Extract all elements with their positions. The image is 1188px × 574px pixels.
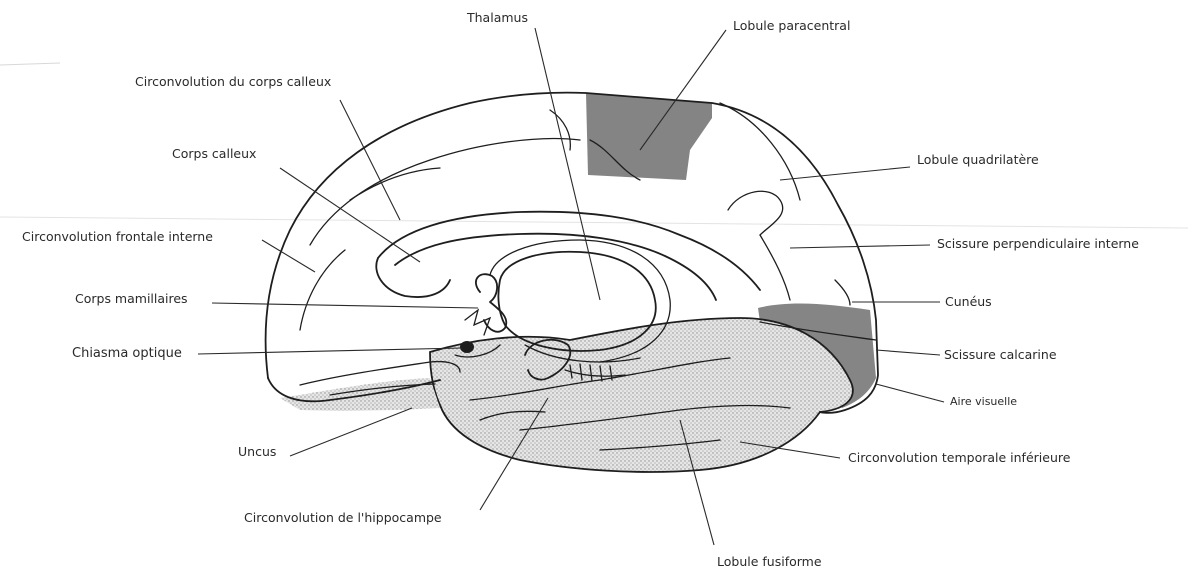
leader-scissure-perpendiculaire [790,245,930,248]
label-circonvolution-corps-calleux: Circonvolution du corps calleux [135,74,331,89]
mamillary-body [476,274,506,332]
leader-corps-mamillaires [212,303,478,308]
cingulate-sulcus [310,139,580,245]
leader-lobule-quadrilatere [780,167,910,180]
cuneus-sulcus [835,280,850,305]
label-aire-visuelle: Aire visuelle [950,395,1017,408]
corpus-callosum-genu [376,258,450,297]
leader-circonvolution-frontale-interne [262,240,315,272]
label-scissure-calcarine: Scissure calcarine [944,347,1057,362]
temporal-lobe-stippled [430,318,853,472]
frontal-sulcus [350,168,440,200]
leader-circonvolution-corps-calleux [340,100,400,220]
parieto-occipital-fissure [760,235,790,300]
label-scissure-perpendiculaire-interne: Scissure perpendiculaire interne [937,236,1139,251]
leader-corps-calleux [280,168,420,262]
label-circonvolution-hippocampe: Circonvolution de l'hippocampe [244,510,442,525]
label-lobule-fusiforme: Lobule fusiforme [717,554,822,569]
label-uncus: Uncus [238,444,276,459]
label-circonvolution-frontale-interne: Circonvolution frontale interne [22,229,213,244]
label-corps-mamillaires: Corps mamillaires [75,291,188,306]
optic-chiasm-dot [460,341,474,353]
leader-scissure-calcarine [876,350,940,355]
precuneus-sulcus [728,191,783,235]
pituitary-zigzag [465,310,490,335]
label-circonvolution-temporale-inferieure: Circonvolution temporale inférieure [848,450,1071,465]
label-corps-calleux: Corps calleux [172,146,256,161]
label-thalamus: Thalamus [466,10,528,25]
leader-chiasma-optique [198,348,462,354]
label-cuneus: Cunéus [945,294,992,309]
subparietal-sulcus [720,103,800,200]
leader-uncus [290,408,412,456]
label-chiasma-optique: Chiasma optique [72,346,182,361]
scan-artifact-mark [0,63,60,65]
orbital-stipple [280,378,440,411]
frontal-gyrus-sulcus [300,250,345,330]
paracentral-sulcus [550,110,570,150]
leader-aire-visuelle [876,384,944,402]
scan-artifact-line [0,217,1188,228]
label-lobule-quadrilatere: Lobule quadrilatère [917,152,1039,167]
label-lobule-paracentral: Lobule paracentral [733,18,850,33]
